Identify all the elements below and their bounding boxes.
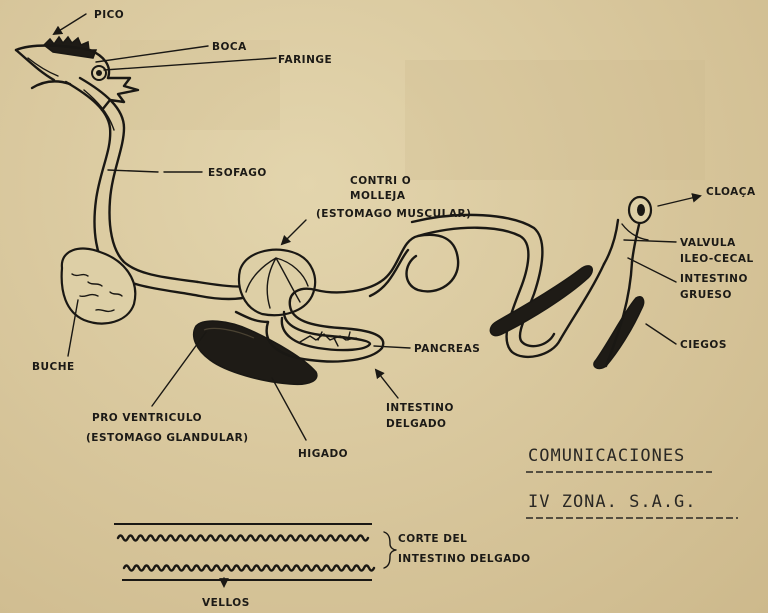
footer-line-2: IV ZONA. S.A.G. xyxy=(528,492,697,512)
label-delgado-1: INTESTINO xyxy=(386,402,454,414)
label-buche: BUCHE xyxy=(32,361,75,373)
label-corte-2: INTESTINO DELGADO xyxy=(398,553,531,565)
label-grueso-1: INTESTINO xyxy=(680,273,748,285)
label-ciegos: CIEGOS xyxy=(680,339,727,351)
label-delgado-2: DELGADO xyxy=(386,418,446,430)
label-faringe: FARINGE xyxy=(278,54,332,66)
footer-line-1: COMUNICACIONES xyxy=(528,446,685,466)
molleja-gizzard xyxy=(239,250,315,315)
label-pancreas: PANCREAS xyxy=(414,343,480,355)
footer-block: COMUNICACIONES IV ZONA. S.A.G. xyxy=(526,446,738,518)
label-cloaca: CLOAÇA xyxy=(706,186,756,198)
label-contri-1: CONTRI O xyxy=(350,175,411,187)
buche-crop xyxy=(62,249,136,324)
label-boca: BOCA xyxy=(212,41,247,53)
label-esofago: ESOFAGO xyxy=(208,167,267,179)
intestine-cross-section xyxy=(114,524,396,580)
label-vellos: VELLOS xyxy=(202,597,250,609)
label-contri-2: MOLLEJA xyxy=(350,190,406,202)
label-pico: PICO xyxy=(94,9,124,21)
intestino-grueso xyxy=(604,197,651,264)
label-grueso-2: GRUESO xyxy=(680,289,732,301)
label-corte-1: CORTE DEL xyxy=(398,533,467,545)
label-pro-2: (ESTOMAGO GLANDULAR) xyxy=(86,432,249,444)
label-pro-1: PRO VENTRICULO xyxy=(92,412,202,424)
label-higado: HIGADO xyxy=(298,448,348,460)
bird-head xyxy=(16,37,138,110)
intestine-loops xyxy=(370,215,560,357)
label-valvula-2: ILEO-CECAL xyxy=(680,253,754,265)
bleed-through-texture xyxy=(120,40,705,180)
label-contri-3: (ESTOMAGO MUSCULAR) xyxy=(316,208,471,220)
label-valvula-1: VALVULA xyxy=(680,237,736,249)
